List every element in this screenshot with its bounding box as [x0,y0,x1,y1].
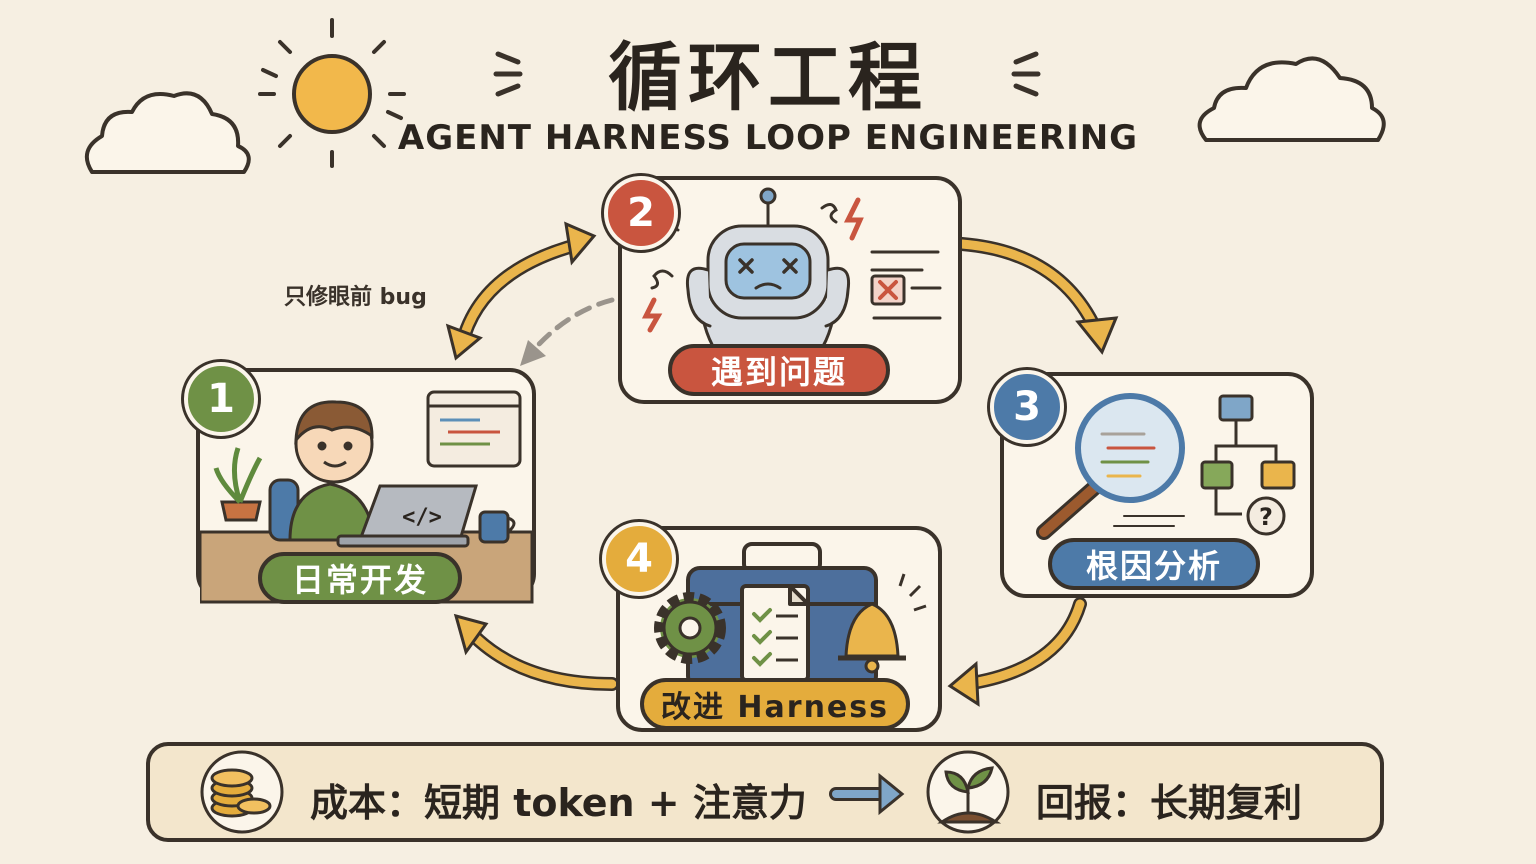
toolbox-icon [654,542,927,690]
laptop-icon: </> [402,505,442,530]
sun-icon [258,18,406,168]
page-title: 循环工程 [608,35,928,121]
step-badge-2: 2 [604,176,678,250]
coins-icon [200,750,284,834]
title-sparkles [493,51,1041,97]
flowchart-icon [1200,394,1296,536]
step-badge-1: 1 [184,362,258,436]
step-label-3: 根因分析 [1048,538,1260,590]
step-label-1: 日常开发 [258,552,462,604]
step-label-4: 改进 Harness [640,678,910,730]
page-subtitle: AGENT HARNESS LOOP ENGINEERING [397,118,1139,158]
sprout-icon [926,750,1010,834]
step-badge-3: 3 [990,370,1064,444]
gear-icon [654,592,726,664]
cloud-icon [1197,56,1386,142]
dashed-arrow-note: 只修眼前 bug [284,285,427,310]
bell-icon [838,573,927,674]
cost-text: 成本：短期 token + 注意力 [310,781,807,825]
step-badge-4: 4 [602,522,676,596]
cost-return-bar: 成本：短期 token + 注意力 回报：长期复利 [146,742,1384,842]
dashed-shortcut-arrow [527,297,615,357]
step-label-2: 遇到问题 [668,344,890,396]
transition-arrow [829,772,905,816]
question-icon: ? [1259,503,1273,531]
return-text: 回报：长期复利 [1036,781,1303,825]
magnifier-icon: ? [1036,393,1296,540]
cloud-icon [84,91,251,174]
bottom-icons [200,750,1010,834]
arrow-1-to-2 [455,237,587,351]
